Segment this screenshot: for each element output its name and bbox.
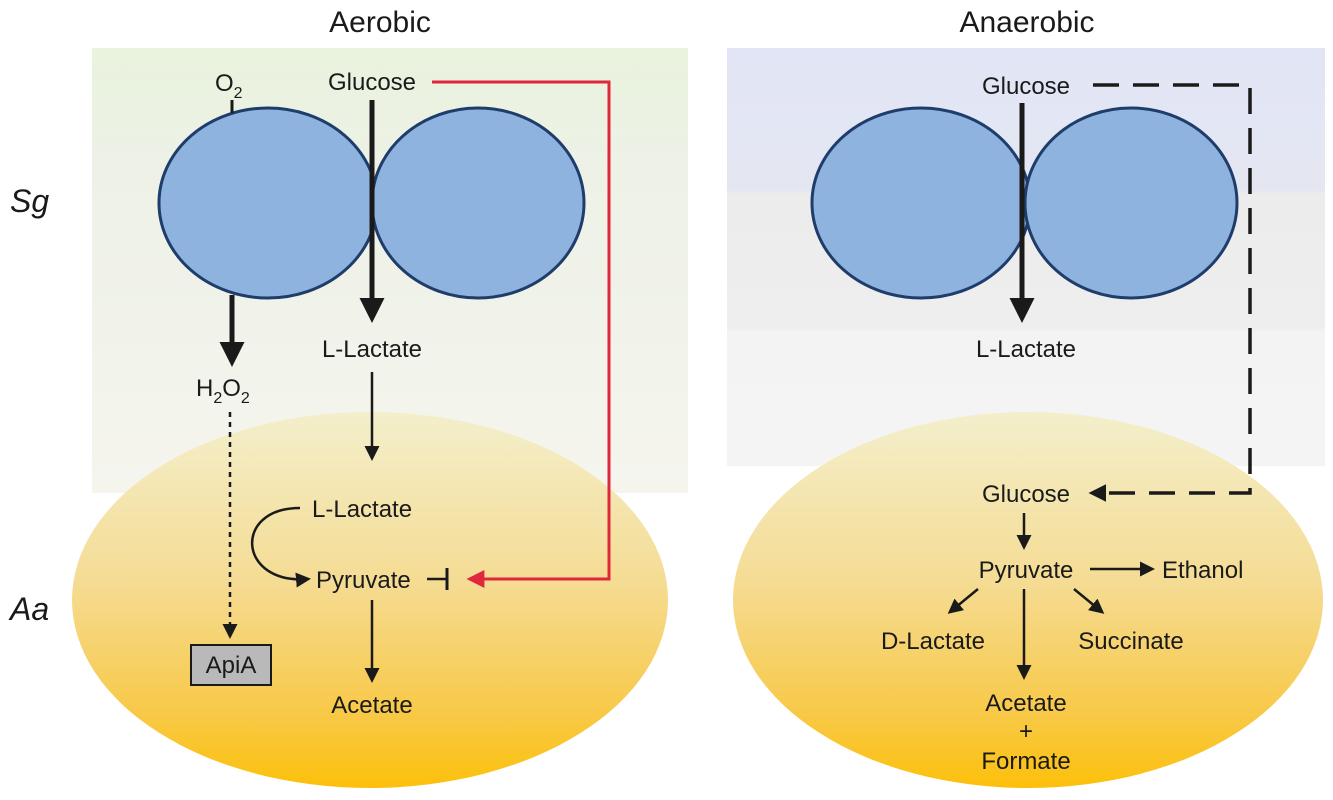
anaerobic-sg-background [727, 48, 1325, 466]
anaerobic-aa-cell [733, 412, 1323, 788]
anaerobic-llactate-label: L-Lactate [976, 336, 1076, 363]
anaerobic-acetate-label: Acetate [985, 690, 1066, 717]
formate-label: Formate [981, 748, 1070, 775]
ethanol-label: Ethanol [1162, 557, 1243, 584]
aa-row-label: Aa [8, 591, 49, 627]
aerobic-acetate-label: Acetate [331, 692, 412, 719]
anaerobic-title: Anaerobic [959, 6, 1094, 39]
sg-row-label: Sg [10, 183, 49, 219]
aerobic-sg-cell-right [370, 106, 586, 300]
anaerobic-pyruvate-label: Pyruvate [979, 557, 1074, 584]
anaerobic-panel: Glucose L-Lactate Glucose Pyruvate Ethan… [727, 48, 1325, 788]
glucose-regulation-red-arrow [432, 80, 611, 588]
anaerobic-glucose-aa-label: Glucose [982, 481, 1070, 508]
aerobic-title: Aerobic [329, 6, 431, 39]
aerobic-pyruvate-label: Pyruvate [316, 567, 411, 594]
anaerobic-sg-cell-right [1023, 106, 1239, 300]
pyruvate-to-dlactate-arrow [947, 588, 979, 614]
aerobic-llactate-sg-label: L-Lactate [322, 336, 422, 363]
apia-box [190, 644, 272, 686]
dlactate-label: D-Lactate [881, 628, 985, 655]
aerobic-glucose-label: Glucose [328, 69, 416, 96]
o2-label: O2 [215, 70, 243, 102]
anaerobic-glucose-sg-label: Glucose [982, 73, 1070, 100]
pyruvate-to-succinate-arrow [1073, 588, 1105, 614]
aerobic-panel: O2 Glucose L-Lactate H2O2 L-Lactate Pyru… [72, 48, 688, 788]
anaerobic-sg-cell-left [810, 106, 1032, 300]
plus-label: + [1019, 718, 1033, 745]
glucose-transfer-dashed-arrow [1088, 83, 1252, 502]
aerobic-sg-cell-left [157, 106, 379, 300]
succinate-label: Succinate [1078, 628, 1183, 655]
apia-label: ApiA [206, 652, 257, 679]
h2o2-label: H2O2 [196, 375, 250, 407]
aerobic-aa-cell [72, 412, 668, 788]
llactate-to-pyruvate-curved-arrow [250, 506, 311, 588]
aerobic-llactate-aa-label: L-Lactate [312, 496, 412, 523]
